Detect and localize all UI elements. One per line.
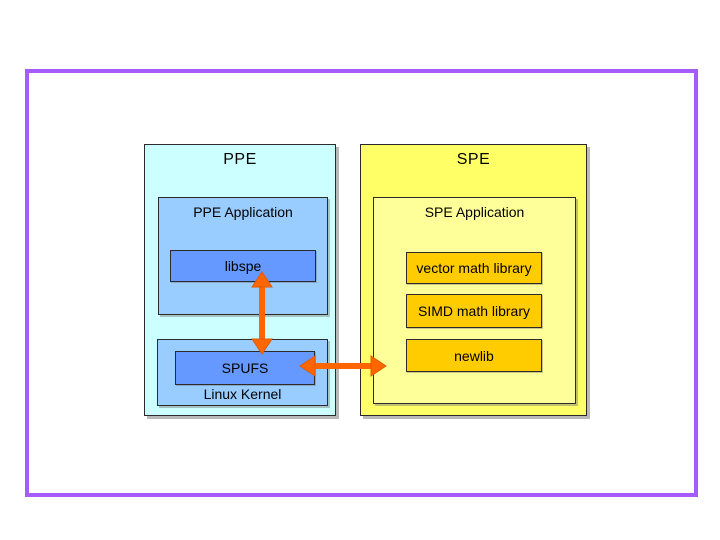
spe-application-title: SPE Application	[424, 204, 525, 220]
simd-math-library-box: SIMD math library	[406, 294, 542, 328]
simd-math-library-label: SIMD math library	[417, 303, 531, 319]
newlib-label: newlib	[454, 347, 494, 364]
vector-math-library-label: vector math library	[416, 260, 532, 276]
newlib-box: newlib	[406, 339, 542, 372]
spufs-label: SPUFS	[221, 360, 269, 376]
ppe-container: PPE PPE Application libspe SPUFS Linux K…	[144, 144, 336, 416]
spe-container: SPE SPE Application vector math library …	[360, 144, 587, 416]
spe-title: SPE	[456, 151, 491, 168]
ppe-application-box: PPE Application libspe	[158, 197, 328, 315]
ppe-application-title: PPE Application	[193, 204, 293, 220]
libspe-box: libspe	[170, 250, 316, 282]
slide-border-frame	[25, 69, 698, 497]
linux-kernel-label: Linux Kernel	[203, 386, 282, 402]
spufs-box: SPUFS	[175, 351, 315, 385]
linux-kernel-box: SPUFS Linux Kernel	[157, 339, 328, 406]
spe-application-box: SPE Application vector math library SIMD…	[373, 197, 576, 404]
libspe-label: libspe	[224, 258, 262, 274]
ppe-title: PPE	[223, 151, 257, 168]
vector-math-library-box: vector math library	[406, 252, 542, 284]
